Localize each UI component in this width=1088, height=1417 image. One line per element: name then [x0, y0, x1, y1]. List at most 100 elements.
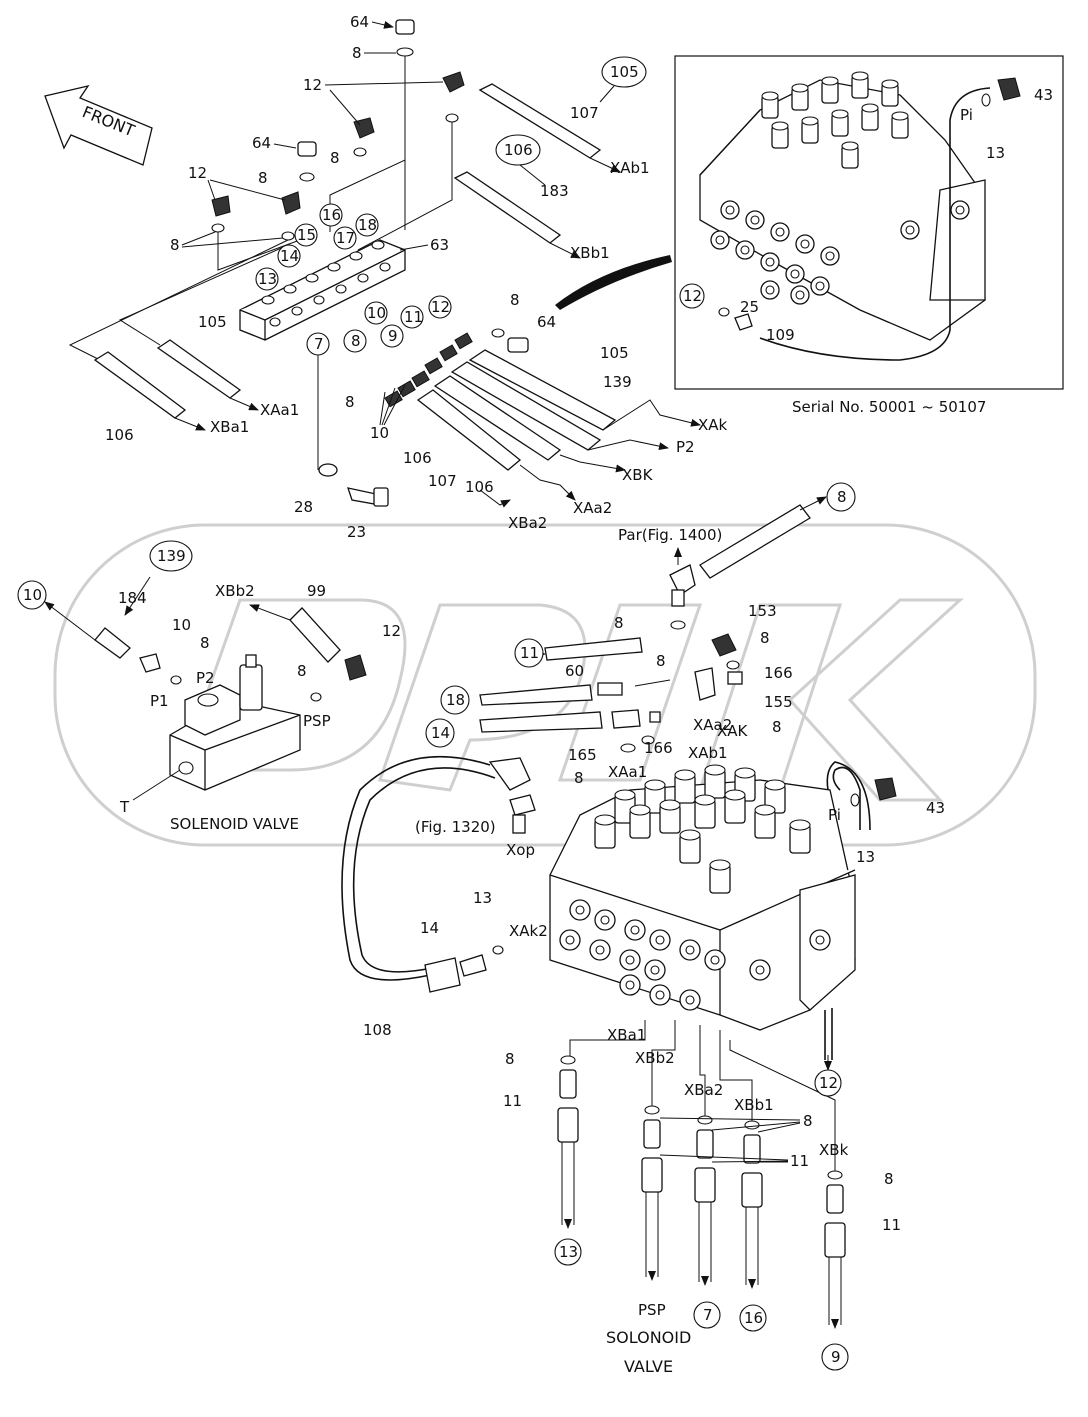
- port-XBK: XBK: [622, 466, 654, 484]
- valve-port-core: [955, 205, 965, 215]
- svg-text:13: 13: [258, 270, 277, 288]
- valve-port-core: [795, 290, 805, 300]
- labels: 64 8 12 107 64 8 8 183 12 8 63 105 106 X…: [105, 13, 1053, 1376]
- svg-text:106: 106: [504, 141, 533, 159]
- valve-port-core: [655, 990, 665, 1000]
- spool-cap-top: [674, 769, 696, 781]
- valve-port-core: [625, 980, 635, 990]
- spool-cap-top: [754, 804, 776, 816]
- valve-port-core: [825, 251, 835, 261]
- label-8: 8: [352, 44, 362, 62]
- label-8: 8: [345, 393, 355, 411]
- spool-cap-top: [659, 799, 681, 811]
- middle-fittings: [341, 496, 827, 993]
- port-PSP-bottom: PSP: [638, 1301, 666, 1319]
- nipple-fitting: [439, 344, 458, 362]
- label-8: 8: [614, 614, 624, 632]
- port-XBb2: XBb2: [635, 1049, 675, 1067]
- label-105: 105: [600, 344, 629, 362]
- hose-end: [824, 1222, 846, 1258]
- fig-ref-par: Par(Fig. 1400): [618, 526, 722, 544]
- label-43: 43: [1034, 86, 1053, 104]
- label-60: 60: [565, 662, 584, 680]
- spool-cap-top: [791, 83, 809, 93]
- valve-port-core: [750, 215, 760, 225]
- port-hole: [313, 295, 325, 305]
- label-8: 8: [258, 169, 268, 187]
- hose-end: [694, 1167, 716, 1203]
- callout-12-right: 12: [814, 1069, 842, 1097]
- port-hole: [357, 273, 369, 283]
- port-XAK: XAK: [717, 722, 749, 740]
- valve-port-core: [685, 945, 695, 955]
- port-XBb1: XBb1: [570, 244, 610, 262]
- solenoid-valve-label: SOLENOID VALVE: [170, 815, 299, 833]
- adapter-fitting: [743, 1134, 761, 1164]
- spool-cap-top: [851, 71, 869, 81]
- port-hole: [283, 284, 297, 294]
- svg-text:7: 7: [703, 1306, 713, 1324]
- spool-cap-top: [709, 859, 731, 871]
- svg-text:10: 10: [367, 304, 386, 322]
- valve-port-core: [595, 945, 605, 955]
- nipple-fitting: [411, 370, 430, 388]
- manifold-block: [239, 239, 406, 341]
- label-8: 8: [803, 1112, 813, 1130]
- port-hole: [327, 262, 341, 272]
- label-8: 8: [505, 1050, 515, 1068]
- valve-port-core: [575, 905, 585, 915]
- port-XBk: XBk: [819, 1141, 849, 1159]
- valve-port-core: [775, 227, 785, 237]
- label-183: 183: [540, 182, 569, 200]
- port-hole: [291, 306, 303, 316]
- valve-port-core: [765, 257, 775, 267]
- svg-text:8: 8: [837, 488, 847, 506]
- mid-fitting-cluster: [317, 328, 701, 508]
- callout-8: 8: [343, 329, 367, 353]
- adapter-fitting: [826, 1184, 844, 1214]
- solonoid-label-line2: VALVE: [624, 1357, 673, 1376]
- callout-7-bottom: 7: [693, 1301, 721, 1329]
- spool-cap-top: [891, 111, 909, 121]
- svg-text:14: 14: [280, 247, 299, 265]
- svg-text:15: 15: [297, 226, 316, 244]
- spool-cap-top: [841, 141, 859, 151]
- callout-12: 12: [428, 295, 452, 319]
- callout-11-mid: 11: [514, 638, 544, 668]
- callouts: 105 106 16 15 17 18 14 13 10 11 12 8 9 7…: [17, 56, 856, 1371]
- port-XBb2: XBb2: [215, 582, 255, 600]
- port-P1: P1: [150, 692, 169, 710]
- spool-cap-top: [764, 779, 786, 791]
- callout-106: 106: [495, 134, 541, 166]
- valve-port-core: [655, 935, 665, 945]
- label-43: 43: [926, 799, 945, 817]
- label-108: 108: [363, 1021, 392, 1039]
- o-ring: [697, 1115, 713, 1125]
- solenoid-valve: [44, 576, 367, 801]
- valve-port-core: [815, 281, 825, 291]
- label-106: 106: [465, 478, 494, 496]
- svg-text:139: 139: [157, 547, 186, 565]
- valve-port-core: [740, 245, 750, 255]
- port-hole: [269, 317, 281, 327]
- port-XBa2: XBa2: [508, 514, 547, 532]
- spool-cap-top: [594, 814, 616, 826]
- port-XBa1: XBa1: [210, 418, 249, 436]
- label-8: 8: [884, 1170, 894, 1188]
- valve-port-core: [650, 965, 660, 975]
- port-XAk: XAk: [698, 416, 728, 434]
- adapter-fitting: [643, 1119, 661, 1149]
- label-107: 107: [428, 472, 457, 490]
- svg-text:11: 11: [404, 308, 423, 326]
- callout-18-mid: 18: [440, 685, 470, 715]
- port-hole: [349, 251, 363, 261]
- fig-ref-1320: (Fig. 1320): [415, 818, 496, 836]
- label-139: 139: [603, 373, 632, 391]
- svg-text:13: 13: [559, 1243, 578, 1261]
- port-PSP: PSP: [303, 712, 331, 730]
- valve-port-core: [600, 915, 610, 925]
- spool-cap-top: [789, 819, 811, 831]
- label-105: 105: [198, 313, 227, 331]
- callout-8-top: 8: [826, 482, 856, 512]
- callout-10: 10: [364, 301, 388, 325]
